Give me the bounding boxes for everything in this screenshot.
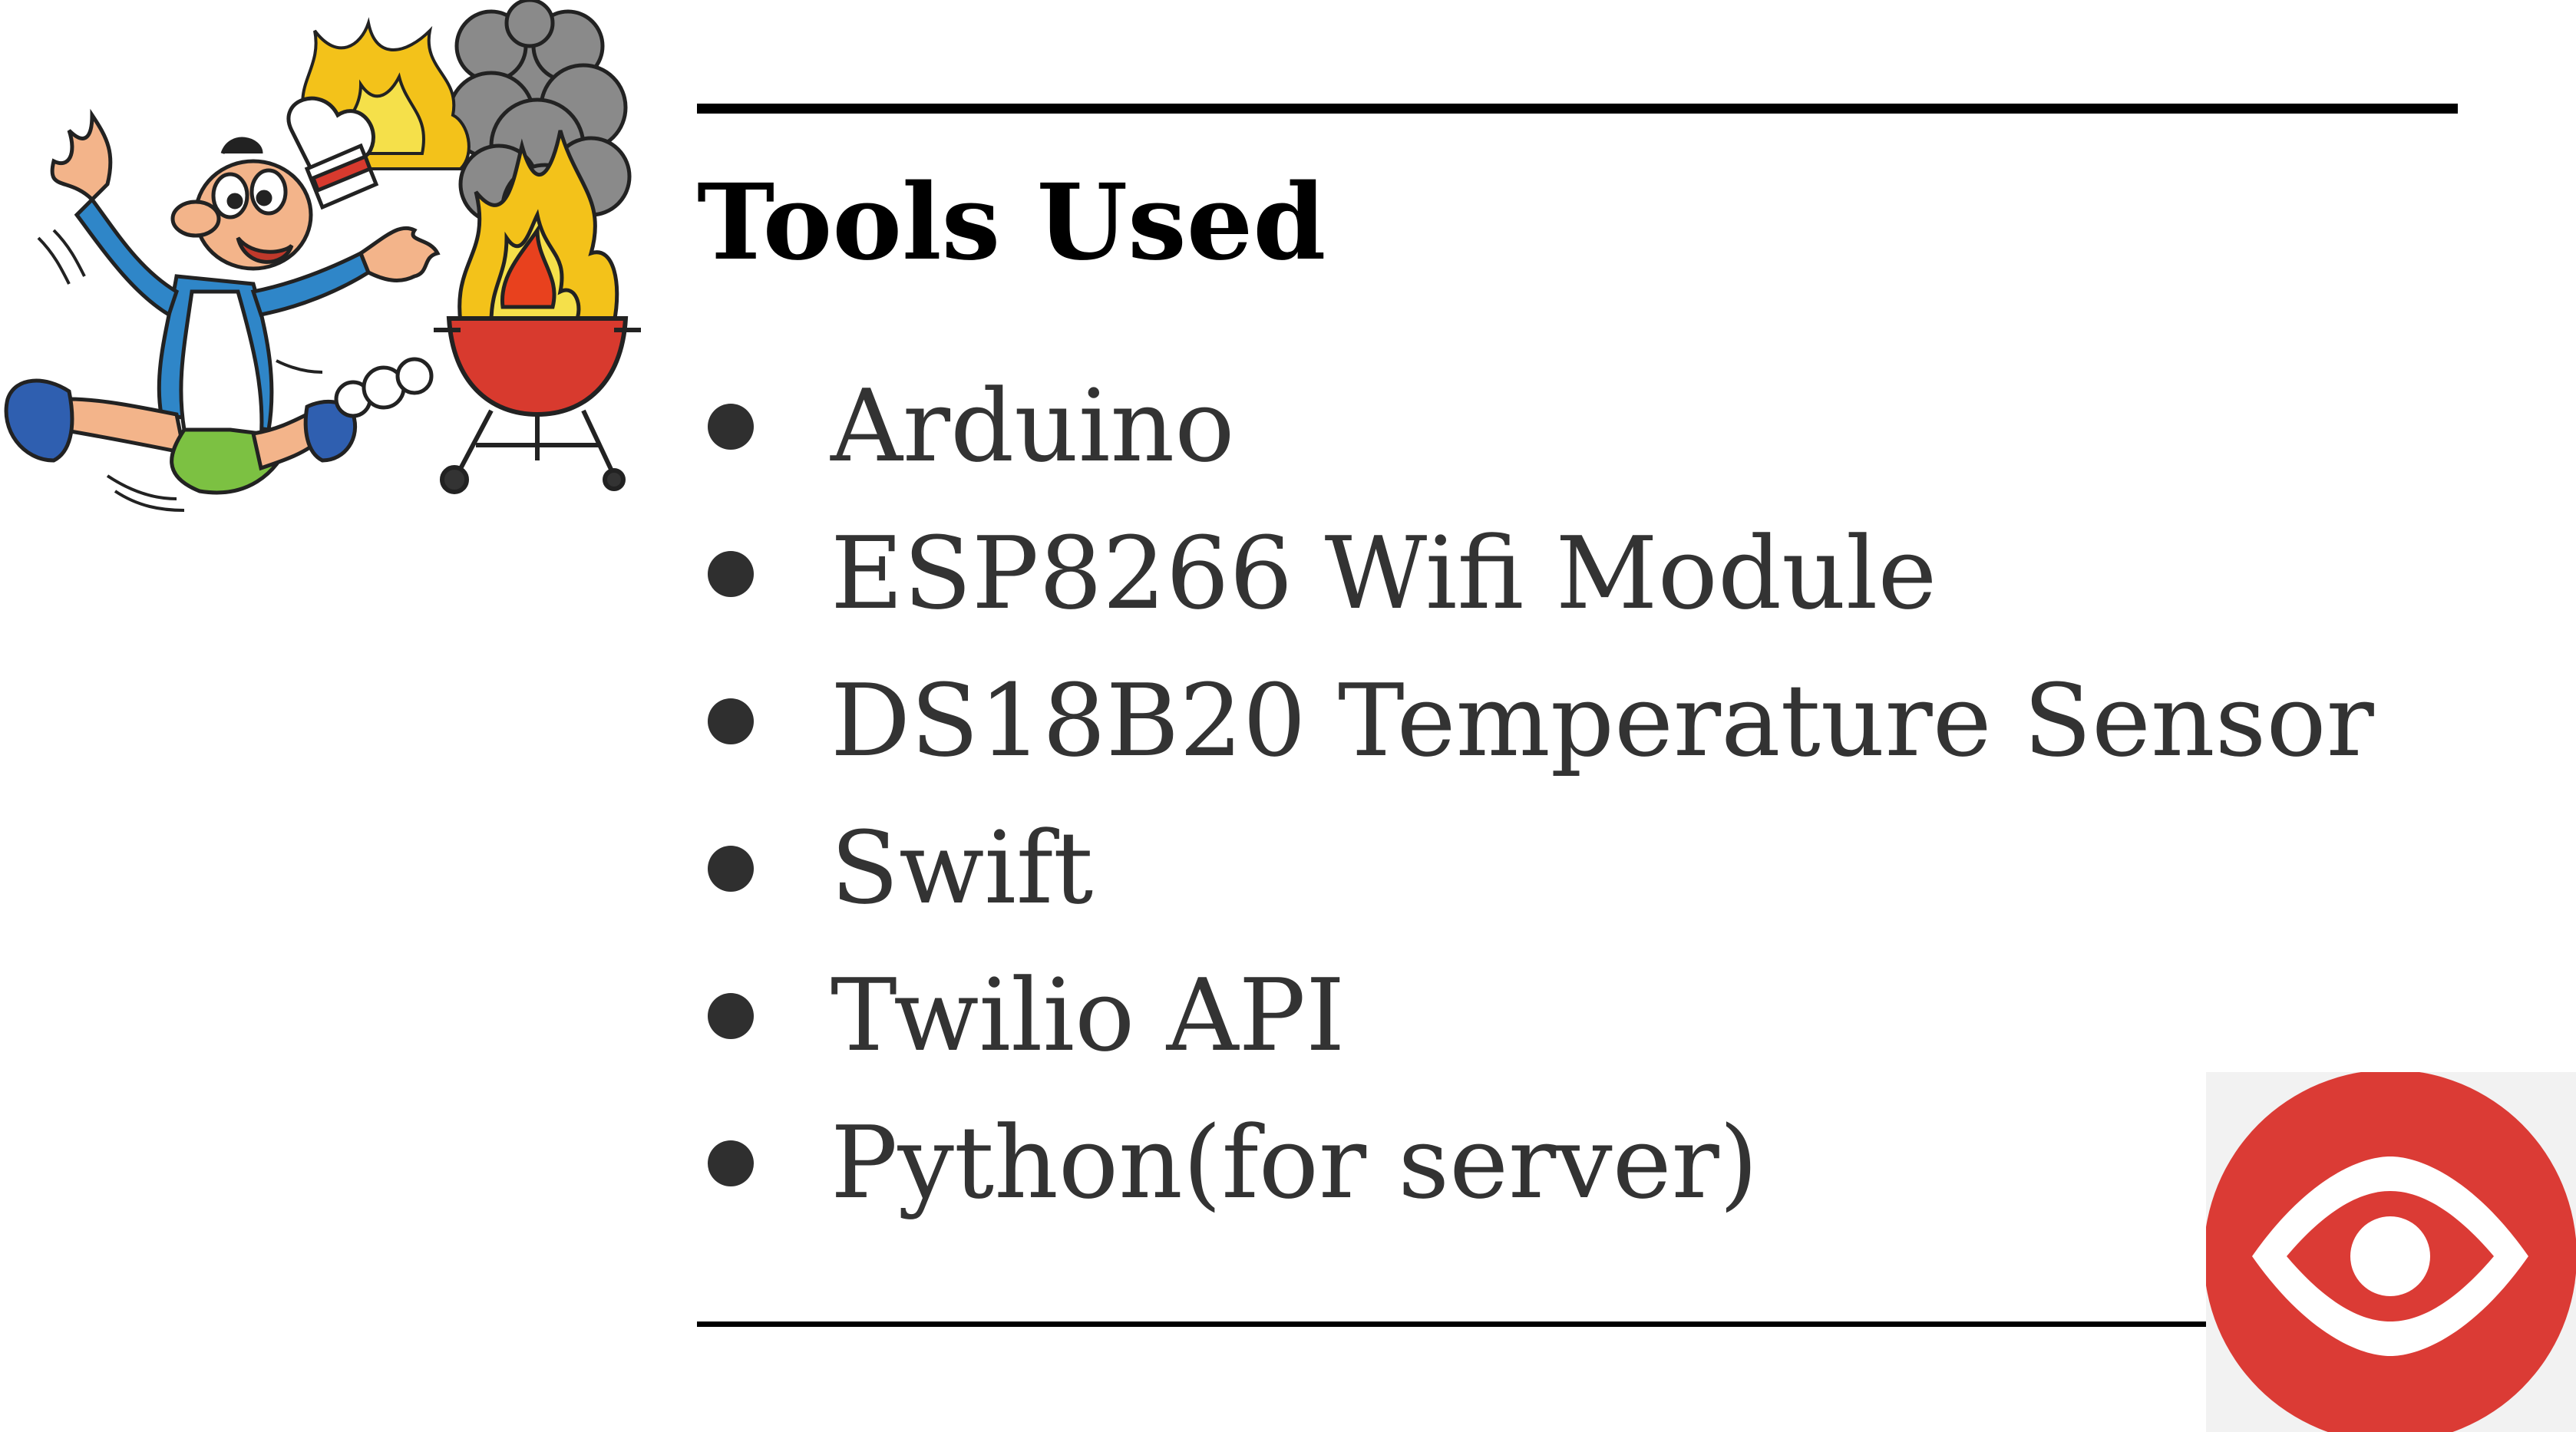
grill — [434, 316, 641, 494]
top-divider — [697, 104, 2458, 114]
bullet-icon — [708, 551, 754, 597]
eye-icon — [2204, 1070, 2576, 1432]
list-item-label: Python(for server) — [831, 1104, 1759, 1221]
panicked-chef-grill-fire-icon — [4, 0, 641, 512]
eye-logo — [2204, 1070, 2576, 1432]
list-item: ESP8266 Wifi Module — [0, 500, 1937, 646]
eye-pupil — [2350, 1216, 2430, 1296]
bullet-icon — [708, 698, 754, 744]
list-item-label: Arduino — [831, 368, 1235, 484]
list-item: Arduino — [0, 353, 1574, 499]
list-item-label: Swift — [831, 810, 1094, 926]
bullet-icon — [708, 404, 754, 450]
slide-title: Tools Used — [697, 161, 1326, 284]
bullet-icon — [708, 846, 754, 892]
list-item: Python(for server) — [0, 1090, 1758, 1236]
list-item: Swift — [0, 795, 1574, 941]
grill-flames — [457, 130, 619, 325]
list-item: DS18B20 Temperature Sensor — [0, 648, 2374, 794]
list-item-label: Twilio API — [831, 957, 1346, 1074]
bullet-icon — [708, 993, 754, 1039]
list-item-label: DS18B20 Temperature Sensor — [831, 662, 2374, 779]
list-item-label: ESP8266 Wifi Module — [831, 515, 1937, 632]
chef — [4, 96, 441, 495]
bullet-icon — [708, 1140, 754, 1186]
list-item: Twilio API — [0, 942, 1574, 1088]
motion-lines — [37, 229, 323, 512]
bottom-divider — [697, 1321, 2206, 1327]
